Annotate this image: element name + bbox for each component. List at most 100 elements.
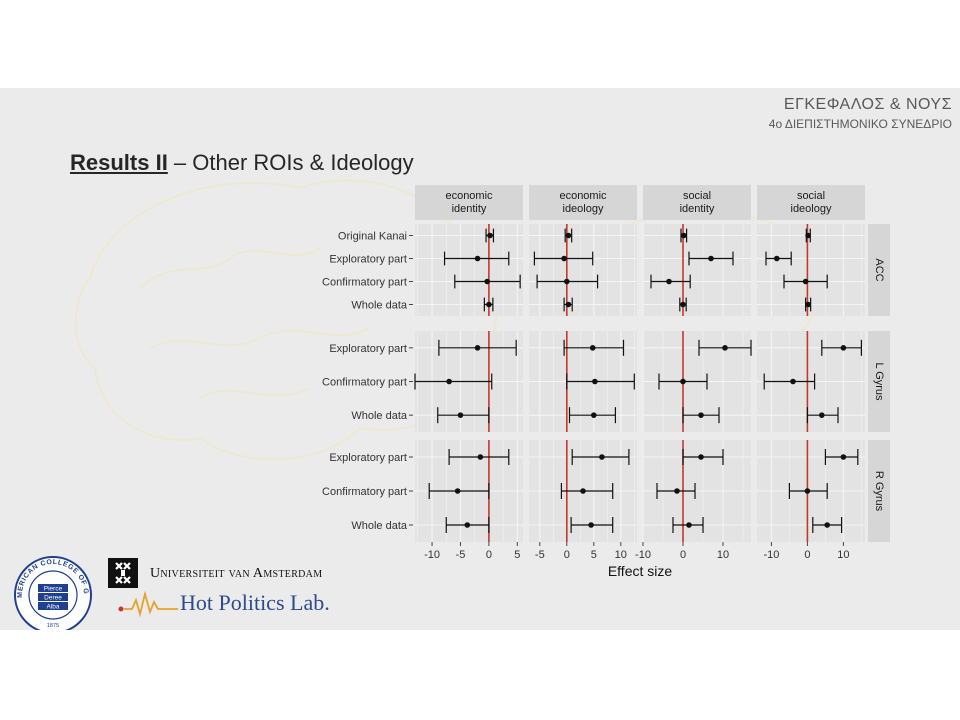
point-estimate bbox=[802, 278, 809, 285]
hot-politics-wave-icon bbox=[118, 590, 178, 618]
svg-text:1875: 1875 bbox=[47, 623, 59, 629]
column-strip bbox=[643, 185, 751, 220]
hot-politics-name: Hot Politics Lab. bbox=[180, 590, 330, 615]
point-estimate bbox=[840, 345, 847, 351]
point-estimate bbox=[477, 454, 484, 460]
row-strip-label: ACC bbox=[873, 258, 885, 281]
point-estimate bbox=[484, 278, 490, 285]
panel-background bbox=[415, 224, 523, 316]
point-estimate bbox=[592, 378, 598, 385]
slide-title-bold: Results II bbox=[70, 150, 168, 175]
column-strip-label: ideology bbox=[791, 203, 832, 215]
point-estimate bbox=[666, 278, 672, 285]
y-tick-label: Whole data bbox=[351, 520, 408, 532]
y-tick-label: Original Kanai bbox=[338, 231, 407, 243]
point-estimate bbox=[487, 232, 493, 239]
conference-title: ΕΓΚΕΦΑΛΟΣ & ΝΟΥΣ bbox=[783, 96, 952, 113]
x-tick-label: -5 bbox=[456, 549, 466, 561]
y-tick-label: Confirmatory part bbox=[322, 486, 407, 498]
x-tick-label: 0 bbox=[486, 549, 492, 561]
x-tick-label: 0 bbox=[680, 549, 686, 561]
point-estimate bbox=[681, 232, 687, 239]
x-tick-label: -10 bbox=[635, 549, 651, 561]
point-estimate bbox=[774, 255, 780, 262]
row-strip bbox=[868, 224, 890, 316]
x-tick-label: 10 bbox=[717, 549, 729, 561]
column-strip-label: ideology bbox=[563, 203, 604, 215]
point-estimate bbox=[708, 255, 714, 262]
point-estimate bbox=[588, 522, 594, 528]
point-estimate bbox=[698, 412, 704, 418]
row-strip bbox=[868, 331, 890, 432]
panel-background bbox=[529, 224, 637, 316]
point-estimate bbox=[804, 488, 811, 494]
uva-name: Universiteit van Amsterdam bbox=[150, 566, 323, 581]
conference-subtitle: 4ο ΔΙΕΠΙΣΤΗΜΟΝΙΚΟ ΣΥΝΕΔΡΙΟ bbox=[768, 117, 952, 131]
column-strip-label: social bbox=[683, 190, 711, 202]
point-estimate bbox=[599, 454, 605, 460]
acg-seal-logo: THE AMERICAN COLLEGE OF GREECE Pierce De… bbox=[12, 553, 92, 630]
slide-title: Results II – Other ROIs & Ideology bbox=[70, 150, 414, 176]
column-strip-label: identity bbox=[680, 203, 715, 215]
row-strip-label: L Gyrus bbox=[873, 362, 885, 401]
column-strip-label: economic bbox=[559, 190, 607, 202]
column-strip bbox=[529, 185, 637, 220]
row-strip-label: R Gyrus bbox=[873, 471, 885, 512]
x-tick-label: -5 bbox=[535, 549, 545, 561]
point-estimate bbox=[790, 378, 796, 385]
point-estimate bbox=[474, 255, 481, 262]
y-tick-label: Exploratory part bbox=[329, 343, 407, 355]
point-estimate bbox=[464, 522, 471, 528]
uva-crest-icon bbox=[108, 558, 138, 588]
y-tick-label: Exploratory part bbox=[329, 452, 407, 464]
point-estimate bbox=[565, 232, 572, 239]
y-tick-label: Exploratory part bbox=[329, 254, 407, 266]
point-estimate bbox=[680, 378, 686, 385]
y-tick-label: Whole data bbox=[351, 410, 408, 422]
point-estimate bbox=[840, 454, 847, 460]
svg-text:Deree: Deree bbox=[44, 595, 62, 602]
x-axis-title: Effect size bbox=[608, 563, 673, 579]
point-estimate bbox=[680, 301, 686, 308]
column-strip bbox=[757, 185, 865, 220]
slide: ΕΓΚΕΦΑΛΟΣ & ΝΟΥΣ 4ο ΔΙΕΠΙΣΤΗΜΟΝΙΚΟ ΣΥΝΕΔ… bbox=[0, 88, 960, 630]
point-estimate bbox=[698, 454, 704, 460]
point-estimate bbox=[446, 378, 452, 385]
point-estimate bbox=[474, 345, 481, 351]
column-strip bbox=[415, 185, 523, 220]
x-tick-label: 5 bbox=[514, 549, 520, 561]
x-tick-label: 10 bbox=[615, 549, 627, 561]
svg-text:Pierce: Pierce bbox=[44, 586, 63, 593]
point-estimate bbox=[722, 345, 728, 351]
point-estimate bbox=[819, 412, 825, 418]
x-tick-label: 0 bbox=[804, 549, 810, 561]
point-estimate bbox=[580, 488, 586, 494]
x-tick-label: 0 bbox=[564, 549, 570, 561]
x-tick-label: 10 bbox=[837, 549, 849, 561]
x-tick-label: -10 bbox=[424, 549, 440, 561]
point-estimate bbox=[591, 412, 597, 418]
point-estimate bbox=[824, 522, 830, 528]
column-strip-label: social bbox=[797, 190, 825, 202]
row-strip bbox=[868, 440, 890, 542]
y-tick-label: Confirmatory part bbox=[322, 277, 407, 289]
point-estimate bbox=[805, 232, 811, 239]
y-tick-label: Whole data bbox=[351, 300, 408, 312]
y-tick-label: Confirmatory part bbox=[322, 377, 407, 389]
panel-background bbox=[643, 224, 751, 316]
column-strip-label: identity bbox=[452, 203, 487, 215]
slide-title-rest: – Other ROIs & Ideology bbox=[167, 150, 414, 175]
point-estimate bbox=[486, 301, 492, 308]
x-tick-label: 5 bbox=[591, 549, 597, 561]
point-estimate bbox=[674, 488, 680, 494]
point-estimate bbox=[589, 345, 596, 351]
svg-text:Alba: Alba bbox=[46, 604, 59, 611]
point-estimate bbox=[454, 488, 461, 494]
point-estimate bbox=[561, 255, 567, 262]
x-tick-label: -10 bbox=[763, 549, 779, 561]
point-estimate bbox=[565, 301, 572, 308]
point-estimate bbox=[805, 301, 811, 308]
point-estimate bbox=[564, 278, 570, 285]
point-estimate bbox=[686, 522, 692, 528]
forest-plot: economicidentityeconomicideologysocialid… bbox=[322, 185, 890, 579]
